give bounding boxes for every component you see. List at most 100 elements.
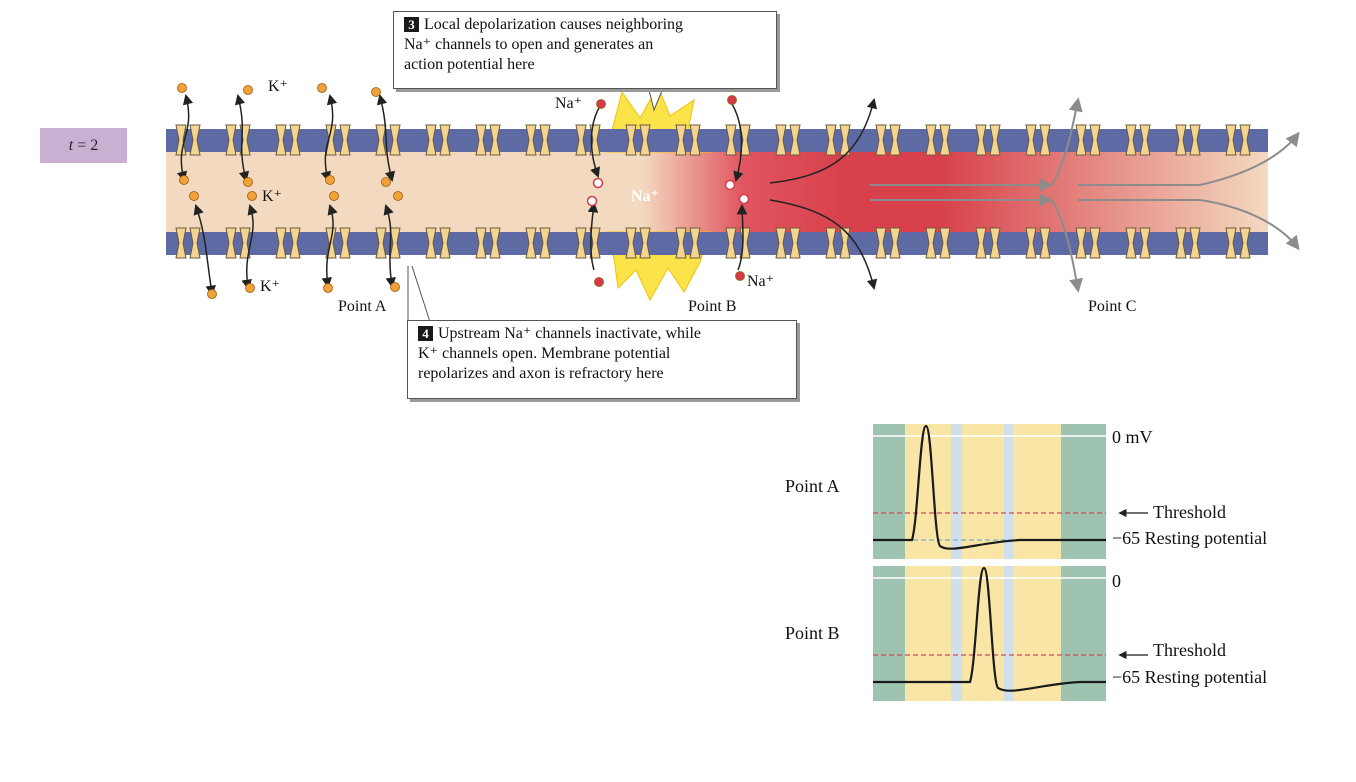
current-arrows	[176, 85, 1300, 323]
channel-subunit-right	[1189, 227, 1201, 259]
channel-subunit-right	[739, 124, 751, 156]
channel-subunit-left	[475, 124, 487, 156]
channel-subunit-left	[1125, 124, 1137, 156]
channel-subunit-right	[889, 227, 901, 259]
graph-a-threshold-label: Threshold	[1153, 502, 1226, 522]
channel-subunit-left	[1025, 227, 1037, 259]
channel-subunit-left	[625, 124, 637, 156]
channel-subunit-right	[289, 227, 301, 259]
channel-subunit-right	[1089, 124, 1101, 156]
channel-subunit-left	[525, 124, 537, 156]
callout-4-line-3: repolarizes and axon is refractory here	[418, 365, 664, 382]
channel-subunit-right	[1189, 124, 1201, 156]
channel-subunit-left	[975, 227, 987, 259]
sodium-ion-inside	[592, 177, 604, 189]
channel-subunit-right	[1239, 227, 1251, 259]
k-channel	[875, 227, 901, 259]
channel-subunit-right	[639, 227, 651, 259]
potassium-ion	[243, 177, 253, 187]
channel-subunit-left	[525, 227, 537, 259]
channel-subunit-left	[1075, 227, 1087, 259]
channel-subunit-left	[825, 124, 837, 156]
callout-4-line-1: Upstream Na⁺ channels inactivate, while	[438, 325, 702, 342]
channel-subunit-left	[775, 227, 787, 259]
k-channel	[1025, 227, 1051, 259]
channel-subunit-left	[275, 124, 287, 156]
local-current-arrow-down	[769, 199, 878, 291]
na-ion-label-inside: Na⁺	[631, 188, 659, 205]
potassium-ion	[323, 283, 333, 293]
na-ion-label-bottom: Na⁺	[747, 273, 775, 290]
k-channel	[475, 124, 501, 156]
graph-a-top-tick: 0 mV	[1112, 427, 1153, 447]
k-efflux-arrow-top	[320, 93, 338, 183]
callout-3-pointer	[647, 85, 665, 112]
k-channel	[825, 227, 851, 259]
channel-subunit-right	[939, 227, 951, 259]
graph-band-yellow	[905, 566, 951, 701]
k-ion-label-middle: K⁺	[262, 188, 282, 205]
channel-subunit-right	[989, 124, 1001, 156]
sodium-ion-inside	[724, 179, 736, 191]
potassium-ion	[247, 191, 257, 201]
k-channel	[775, 227, 801, 259]
k-channel	[525, 124, 551, 156]
k-channel	[575, 227, 601, 259]
channel-subunit-left	[1025, 124, 1037, 156]
potential-graphs	[873, 424, 1148, 701]
na-ion-label-top: Na⁺	[555, 95, 583, 112]
k-channel	[425, 227, 451, 259]
sodium-ion-inside	[738, 193, 750, 205]
k-channel	[825, 124, 851, 156]
na-influx-arrow-top-right	[731, 103, 744, 183]
callout-3-line-1: Local depolarization causes neighboring	[424, 16, 684, 33]
sodium-ion	[727, 95, 737, 105]
point-a-label: Point A	[338, 298, 387, 315]
channel-subunit-left	[875, 227, 887, 259]
graph-point-a	[873, 424, 1148, 559]
channel-subunit-left	[625, 227, 637, 259]
k-channel	[275, 124, 301, 156]
channel-subunit-left	[1175, 124, 1187, 156]
graph-band-blue	[1004, 424, 1013, 559]
channel-subunit-right	[489, 227, 501, 259]
k-efflux-arrow-top	[376, 93, 396, 183]
k-channel	[775, 124, 801, 156]
callout-3-line-2: Na⁺ channels to open and generates an	[404, 36, 654, 53]
distal-current-arrow-up	[1078, 131, 1300, 186]
graph-b-resting-label: −65 Resting potential	[1112, 667, 1268, 687]
k-ion-label-bottom: K⁺	[260, 278, 280, 295]
potassium-ion	[393, 191, 403, 201]
channel-subunit-left	[775, 124, 787, 156]
sodium-ion	[594, 277, 604, 287]
channel-subunit-right	[1039, 124, 1051, 156]
k-channel	[275, 227, 301, 259]
k-channel	[675, 124, 701, 156]
graph-b-threshold-label: Threshold	[1153, 640, 1226, 660]
potassium-ion	[390, 282, 400, 292]
channel-subunit-right	[539, 124, 551, 156]
channel-subunit-left	[1225, 124, 1237, 156]
graph-band-blue	[1004, 566, 1013, 701]
graph-band-yellow	[1013, 424, 1061, 559]
channel-subunit-left	[175, 227, 187, 259]
k-channel	[1225, 124, 1251, 156]
potassium-ion	[329, 191, 339, 201]
callout-3-line-3: action potential here	[404, 56, 535, 73]
potassium-ion	[317, 83, 327, 93]
k-efflux-arrow-bottom	[321, 204, 338, 289]
k-channel	[875, 124, 901, 156]
channel-subunit-left	[225, 227, 237, 259]
k-channel	[675, 227, 701, 259]
k-channel	[475, 227, 501, 259]
k-ion-label-top: K⁺	[268, 78, 288, 95]
channel-subunit-right	[1039, 227, 1051, 259]
callout-3-number: 3	[404, 17, 419, 32]
na-influx-arrow-top-left	[590, 105, 601, 178]
channel-subunit-left	[425, 227, 437, 259]
graph-a-label: Point A	[785, 476, 840, 496]
channel-subunit-right	[339, 124, 351, 156]
channel-subunit-left	[1225, 227, 1237, 259]
